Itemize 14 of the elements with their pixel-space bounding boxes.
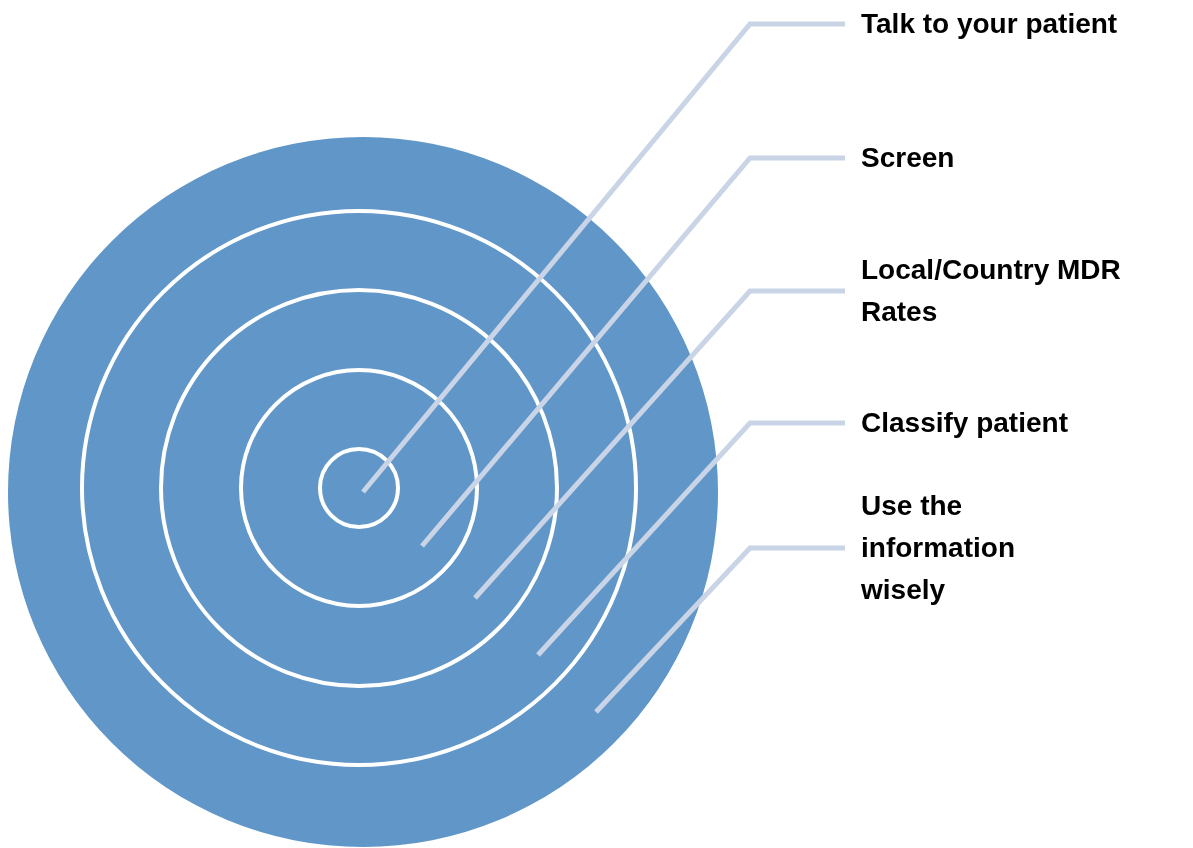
ring-label: Local/Country MDR Rates xyxy=(845,249,1171,333)
bullseye-circle xyxy=(318,447,400,529)
leader-line xyxy=(536,420,845,657)
leader-line xyxy=(420,155,845,548)
leader-line xyxy=(361,21,845,494)
leader-line xyxy=(594,545,845,714)
ring-label: Talk to your patient xyxy=(845,3,1193,45)
leader-line xyxy=(473,288,845,600)
target-ring xyxy=(80,209,638,767)
ring-label: Classify patient xyxy=(845,402,1193,444)
target-ring xyxy=(159,288,559,688)
ring-label: Use the information wisely xyxy=(845,485,1101,611)
target-ring xyxy=(239,368,479,608)
ring-label: Screen xyxy=(845,137,1193,179)
